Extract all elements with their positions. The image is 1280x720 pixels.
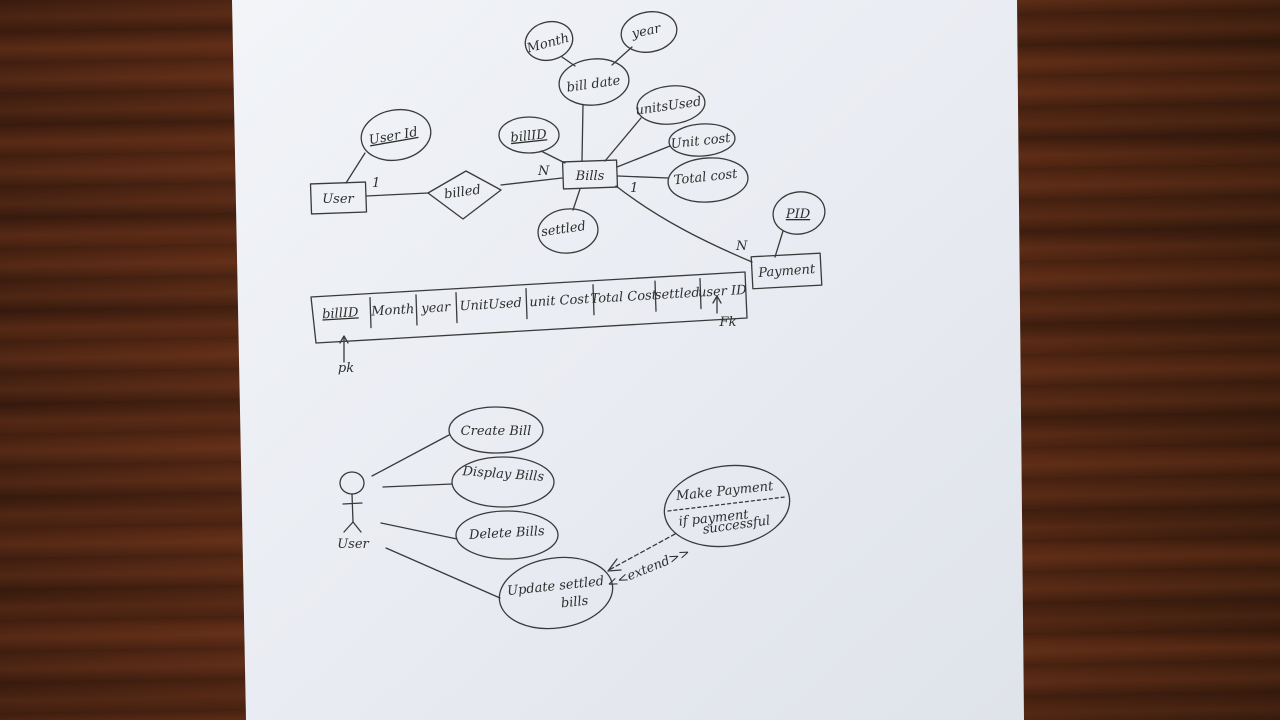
svg-text:billed: billed [443, 183, 482, 203]
table-column-divider [455, 291, 458, 324]
svg-text:bill date: bill date [566, 73, 622, 95]
table-column-header: year [420, 300, 452, 317]
svg-text:billID: billID [510, 127, 548, 146]
fk-label: Fk [719, 315, 737, 330]
user-actor: User [337, 471, 370, 552]
bills-payment-relation: 1 N [615, 181, 753, 263]
svg-text:PID: PID [785, 207, 811, 222]
table-column-header: UnitUsed [459, 296, 522, 315]
bills-entity: Bills [561, 159, 619, 190]
bill-date-attribute: bill date [558, 58, 630, 162]
table-column-divider [654, 280, 657, 312]
er-diagram: User User Id billed 1 N Bills billID [309, 11, 826, 290]
user-entity: User [309, 181, 368, 215]
table-column-header: user ID [698, 283, 748, 301]
svg-text:1: 1 [372, 176, 380, 191]
unit-cost-attribute: Unit cost [616, 123, 736, 168]
table-column-divider [592, 284, 595, 316]
svg-text:Bills: Bills [575, 169, 605, 184]
svg-text:User: User [322, 192, 354, 207]
table-column-divider [415, 294, 418, 326]
svg-text:Unit cost: Unit cost [670, 131, 732, 152]
svg-text:Total cost: Total cost [673, 167, 739, 189]
svg-text:User: User [337, 537, 369, 552]
svg-text:year: year [630, 21, 663, 42]
table-column-header: settled [654, 286, 700, 304]
usecase-create-bill: Create Bill [448, 406, 544, 454]
settled-attribute: settled [537, 188, 599, 254]
bill-id-attribute: billID [498, 116, 566, 164]
svg-text:1: 1 [630, 181, 638, 196]
table-column-divider [525, 287, 528, 320]
year-attribute: year [611, 11, 678, 66]
payment-entity: Payment [750, 252, 823, 290]
table-column-header: Month [370, 302, 415, 320]
billed-relationship: billed 1 N [365, 164, 563, 220]
svg-text:Delete Bills: Delete Bills [468, 524, 546, 543]
usecase-display-bills: Display Bills [451, 456, 555, 508]
table-column-header: billID [322, 305, 360, 322]
table-column-header: unit Cost [529, 292, 590, 310]
svg-text:Display Bills: Display Bills [461, 464, 545, 485]
total-cost-attribute: Total cost [617, 157, 749, 203]
svg-text:Create Bill: Create Bill [461, 424, 532, 439]
pid-attribute: PID [772, 191, 826, 258]
pk-label: pk [338, 361, 354, 376]
svg-text:bills: bills [560, 594, 589, 612]
table-column-divider [699, 277, 702, 310]
table-column-divider [369, 296, 372, 329]
usecase-make-payment: Make Payment if payment successful [663, 464, 791, 548]
svg-text:if payment: if payment [678, 507, 750, 529]
table-column-header: Total Cost [590, 288, 658, 307]
svg-text:settled: settled [540, 219, 587, 240]
svg-text:N: N [735, 239, 748, 254]
svg-text:Payment: Payment [757, 262, 817, 281]
usecase-delete-bills: Delete Bills [455, 510, 559, 560]
svg-text:N: N [537, 164, 550, 179]
